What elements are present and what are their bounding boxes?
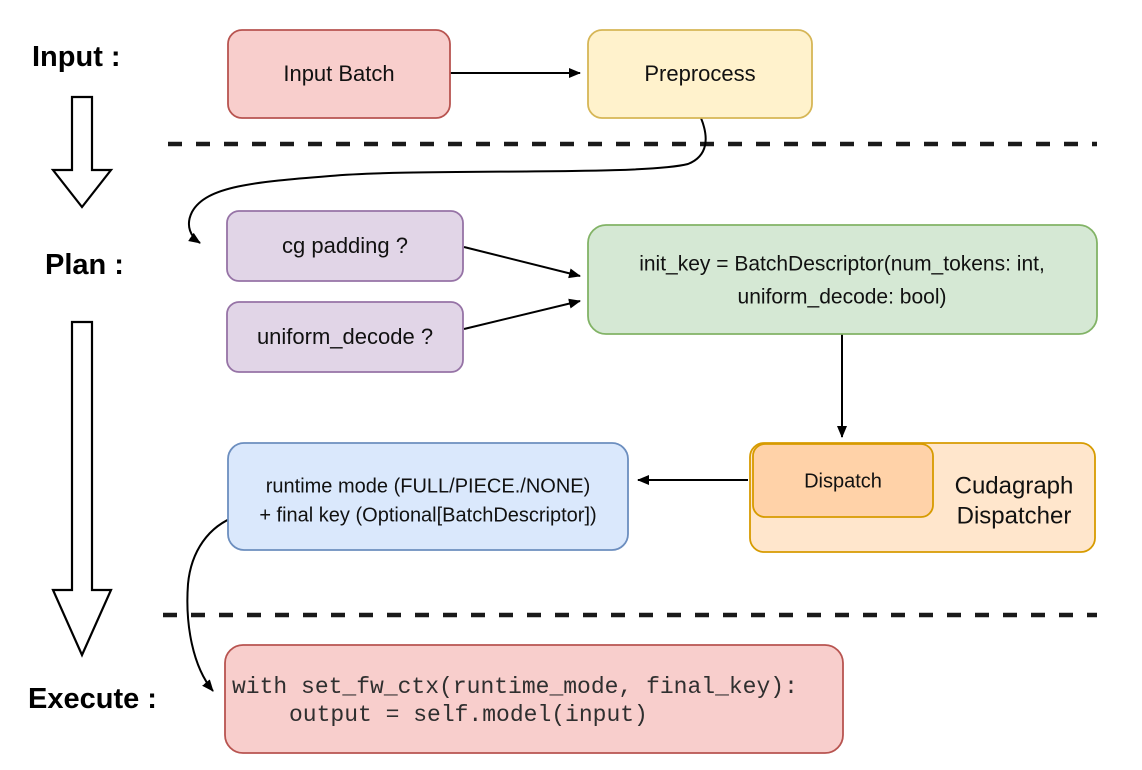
node-init-key-line2: uniform_decode: bool)	[738, 286, 947, 309]
node-dispatch-box	[752, 443, 934, 518]
node-dispatch: Dispatch	[752, 443, 934, 518]
connector-cgpadding-to-initkey	[463, 246, 581, 279]
node-uniform-decode-label: uniform_decode ?	[257, 324, 433, 349]
node-uniform-decode: uniform_decode ?	[226, 301, 464, 373]
node-cudagraph-dispatcher-line1: Cudagraph	[955, 472, 1074, 499]
node-execute-code-line2: output = self.model(input)	[289, 702, 648, 728]
node-runtime-mode-line2: + final key (Optional[BatchDescriptor])	[259, 504, 596, 526]
node-runtime-mode-line1: runtime mode (FULL/PIECE./NONE)	[266, 475, 591, 497]
node-preprocess-box	[587, 29, 813, 119]
node-dispatch-label: Dispatch	[804, 470, 882, 492]
stage-label-input: Input :	[32, 41, 121, 73]
node-execute-code: with set_fw_ctx(runtime_mode, final_key)…	[224, 644, 844, 754]
node-input-batch-box	[227, 29, 451, 119]
stage-label-plan: Plan :	[45, 249, 124, 281]
node-preprocess: Preprocess	[587, 29, 813, 119]
connector-runtimemode-to-execute	[186, 515, 238, 692]
node-runtime-mode-box	[227, 442, 629, 551]
node-cudagraph-dispatcher-line2: Dispatcher	[957, 502, 1072, 529]
connector-uniformdecode-to-initkey	[463, 298, 581, 330]
node-init-key: init_key = BatchDescriptor(num_tokens: i…	[587, 224, 1098, 335]
node-execute-code-line1: with set_fw_ctx(runtime_mode, final_key)…	[232, 674, 798, 700]
node-uniform-decode-box	[226, 301, 464, 373]
node-cg-padding-label: cg padding ?	[282, 233, 408, 258]
node-input-batch-label: Input Batch	[283, 61, 394, 86]
node-cg-padding: cg padding ?	[226, 210, 464, 282]
node-input-batch: Input Batch	[227, 29, 451, 119]
plan-to-execute-arrow-icon	[51, 320, 113, 658]
connector-preprocess-to-cgpadding	[188, 117, 707, 244]
node-execute-code-box	[224, 644, 844, 754]
input-to-plan-arrow-icon	[50, 95, 114, 209]
node-init-key-line1: init_key = BatchDescriptor(num_tokens: i…	[639, 253, 1045, 276]
stage-label-execute: Execute :	[28, 683, 157, 715]
node-preprocess-label: Preprocess	[644, 61, 755, 86]
node-init-key-box	[587, 224, 1098, 335]
node-runtime-mode: runtime mode (FULL/PIECE./NONE) + final …	[227, 442, 629, 551]
node-cg-padding-box	[226, 210, 464, 282]
